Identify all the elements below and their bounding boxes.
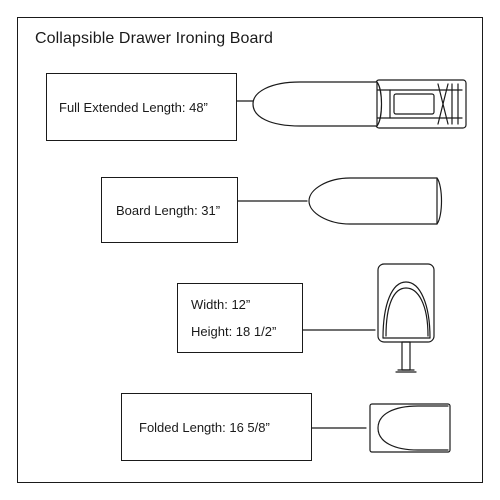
width-text: Width: 12”: [191, 297, 251, 312]
full-extended-length-label: Full Extended Length: 48”: [46, 73, 237, 141]
extended-ironing-board-icon: [252, 79, 467, 129]
height-text: Height: 18 1/2”: [191, 324, 277, 339]
full-extended-length-text: Full Extended Length: 48”: [59, 99, 208, 115]
ironing-board-front-view-icon: [377, 263, 435, 373]
width-height-label: Width: 12” Height: 18 1/2”: [177, 283, 303, 353]
ironing-board-icon: [308, 177, 443, 225]
board-length-label: Board Length: 31”: [101, 177, 238, 243]
folded-length-label: Folded Length: 16 5/8”: [121, 393, 312, 461]
folded-ironing-board-icon: [369, 403, 451, 453]
folded-length-text: Folded Length: 16 5/8”: [139, 419, 270, 435]
diagram-title: Collapsible Drawer Ironing Board: [35, 30, 273, 47]
board-length-text: Board Length: 31”: [116, 202, 221, 218]
